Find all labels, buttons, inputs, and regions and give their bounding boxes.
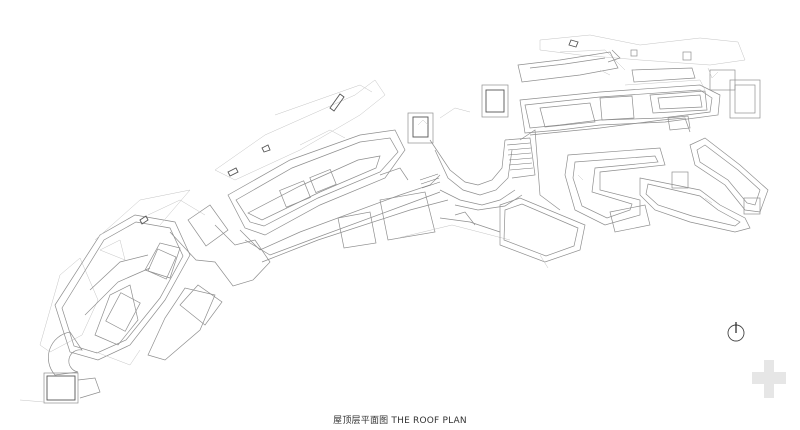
east-complex bbox=[481, 34, 761, 136]
detail-marks bbox=[139, 69, 611, 225]
middle-wing bbox=[147, 79, 511, 263]
watermark-cross-icon bbox=[752, 360, 786, 398]
central-bridge bbox=[419, 129, 586, 269]
west-wing bbox=[19, 189, 271, 404]
east-lower-wing bbox=[564, 137, 769, 233]
north-arrow-icon bbox=[727, 322, 745, 342]
drawing-caption: 屋顶层平面图 THE ROOF PLAN bbox=[333, 416, 467, 426]
